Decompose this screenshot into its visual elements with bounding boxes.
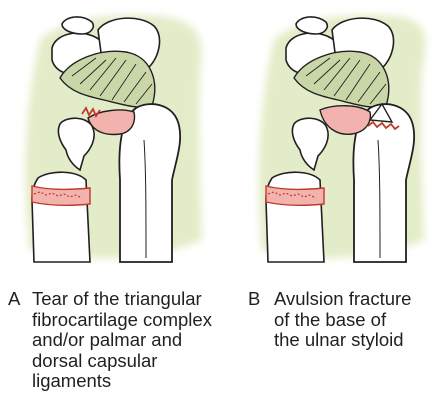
panel-b-ulna (265, 171, 325, 263)
panel-a-tfcc (87, 109, 136, 136)
panel-b-tfcc (319, 105, 372, 135)
caption-a: A Tear of the triangular fibrocartilage … (8, 288, 240, 409)
caption-b: B Avulsion fracture of the base of the u… (248, 288, 434, 359)
panel-b-avulsion-marks (367, 120, 400, 131)
caption-a-letter: A (8, 288, 21, 309)
panel-b-band-marks (267, 191, 317, 199)
panel-a-ulna (31, 171, 91, 263)
panel-b-illustration (258, 15, 426, 263)
caption-b-letter: B (248, 288, 261, 309)
caption-a-text: Tear of the triangular fibrocartilage co… (32, 288, 212, 391)
panel-b-radius-line (377, 139, 381, 259)
panel-b-radius (352, 103, 416, 263)
panel-a-radius (118, 103, 182, 263)
panel-b-ulna-band (265, 185, 325, 207)
panel-a-radius-line (143, 139, 147, 259)
illustration (25, 15, 426, 263)
panel-b-styloid-fragment (368, 102, 394, 123)
panel-a-ulna-head (57, 117, 95, 172)
caption-b-text: Avulsion fracture of the base of the uln… (274, 288, 412, 350)
panel-a-illustration (25, 15, 203, 263)
panel-a-band-marks (33, 191, 83, 199)
panel-b-ulna-head (291, 117, 329, 172)
panel-a-ulna-band (31, 185, 91, 207)
panel-a-tear (81, 106, 101, 118)
panel-a-ligaments (59, 50, 156, 109)
